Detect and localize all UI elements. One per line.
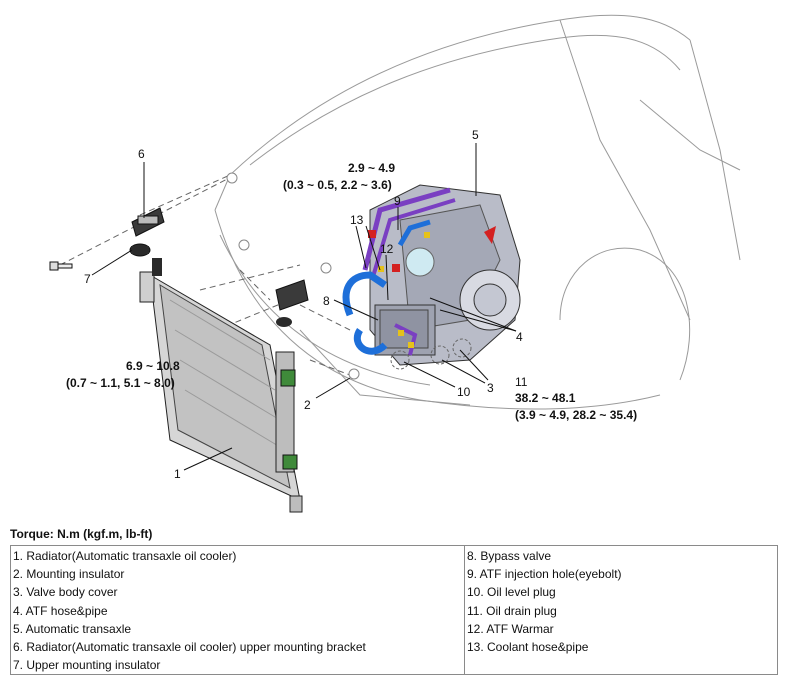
legend-item: 3. Valve body cover bbox=[13, 585, 118, 600]
legend-item: 2. Mounting insulator bbox=[13, 567, 125, 582]
automatic-transaxle bbox=[369, 184, 521, 366]
red-markers bbox=[368, 230, 400, 272]
plug-markers bbox=[390, 338, 472, 370]
callout-8: 8 bbox=[323, 294, 330, 308]
torque-right-line2: (3.9 ~ 4.9, 28.2 ~ 35.4) bbox=[515, 408, 637, 422]
callout-2: 2 bbox=[304, 398, 311, 412]
torque-left-line2: (0.7 ~ 1.1, 5.1 ~ 8.0) bbox=[66, 376, 175, 390]
torque-units-heading: Torque: N.m (kgf.m, lb-ft) bbox=[10, 527, 153, 541]
legend-item: 6. Radiator(Automatic transaxle oil cool… bbox=[13, 640, 366, 655]
legend-item: 10. Oil level plug bbox=[467, 585, 556, 600]
atf-hose-pipe bbox=[362, 187, 456, 356]
yellow-fittings bbox=[378, 232, 430, 348]
torque-left-line1: 6.9 ~ 10.8 bbox=[126, 359, 180, 373]
radiator bbox=[139, 258, 303, 513]
legend-column-right: 8. Bypass valve 9. ATF injection hole(ey… bbox=[465, 546, 777, 674]
parts-legend-table: 1. Radiator(Automatic transaxle oil cool… bbox=[10, 545, 778, 675]
callout-9: 9 bbox=[394, 194, 401, 208]
legend-item: 7. Upper mounting insulator bbox=[13, 658, 161, 673]
callout-12: 12 bbox=[380, 242, 394, 256]
mounting-bolt bbox=[49, 261, 73, 271]
legend-column-left: 1. Radiator(Automatic transaxle oil cool… bbox=[11, 546, 465, 674]
legend-item: 4. ATF hose&pipe bbox=[13, 603, 108, 618]
mounting-insulators bbox=[226, 172, 360, 380]
callout-1: 1 bbox=[174, 467, 181, 481]
legend-item: 5. Automatic transaxle bbox=[13, 621, 132, 636]
callout-11: 11 bbox=[515, 375, 528, 389]
assembly-guide-lines bbox=[59, 174, 351, 376]
callout-10: 10 bbox=[457, 385, 471, 399]
legend-item: 12. ATF Warmar bbox=[467, 621, 554, 636]
legend-item: 9. ATF injection hole(eyebolt) bbox=[467, 567, 622, 582]
callout-3: 3 bbox=[487, 381, 494, 395]
upper-mounting-bracket bbox=[131, 207, 165, 237]
legend-item: 11. Oil drain plug bbox=[467, 603, 557, 618]
torque-right-line1: 38.2 ~ 48.1 bbox=[515, 391, 576, 405]
callout-6: 6 bbox=[138, 147, 145, 161]
exploded-parts-diagram: 1 2 3 4 5 6 7 8 9 10 11 12 13 2.9 ~ 4.9 … bbox=[49, 14, 741, 513]
callout-leader-lines bbox=[91, 143, 517, 471]
coolant-hose bbox=[342, 219, 431, 355]
vehicle-body-outline bbox=[214, 14, 741, 410]
legend-item: 13. Coolant hose&pipe bbox=[467, 640, 589, 655]
upper-mounting-insulator bbox=[129, 243, 151, 257]
callout-5: 5 bbox=[472, 128, 479, 142]
torque-top-line1: 2.9 ~ 4.9 bbox=[348, 161, 395, 175]
callout-4: 4 bbox=[516, 330, 523, 344]
legend-item: 8. Bypass valve bbox=[467, 549, 552, 563]
callout-13: 13 bbox=[350, 213, 364, 227]
torque-top-line2: (0.3 ~ 0.5, 2.2 ~ 3.6) bbox=[283, 178, 392, 192]
callout-7: 7 bbox=[84, 272, 91, 286]
legend-item: 1. Radiator(Automatic transaxle oil cool… bbox=[13, 549, 237, 563]
